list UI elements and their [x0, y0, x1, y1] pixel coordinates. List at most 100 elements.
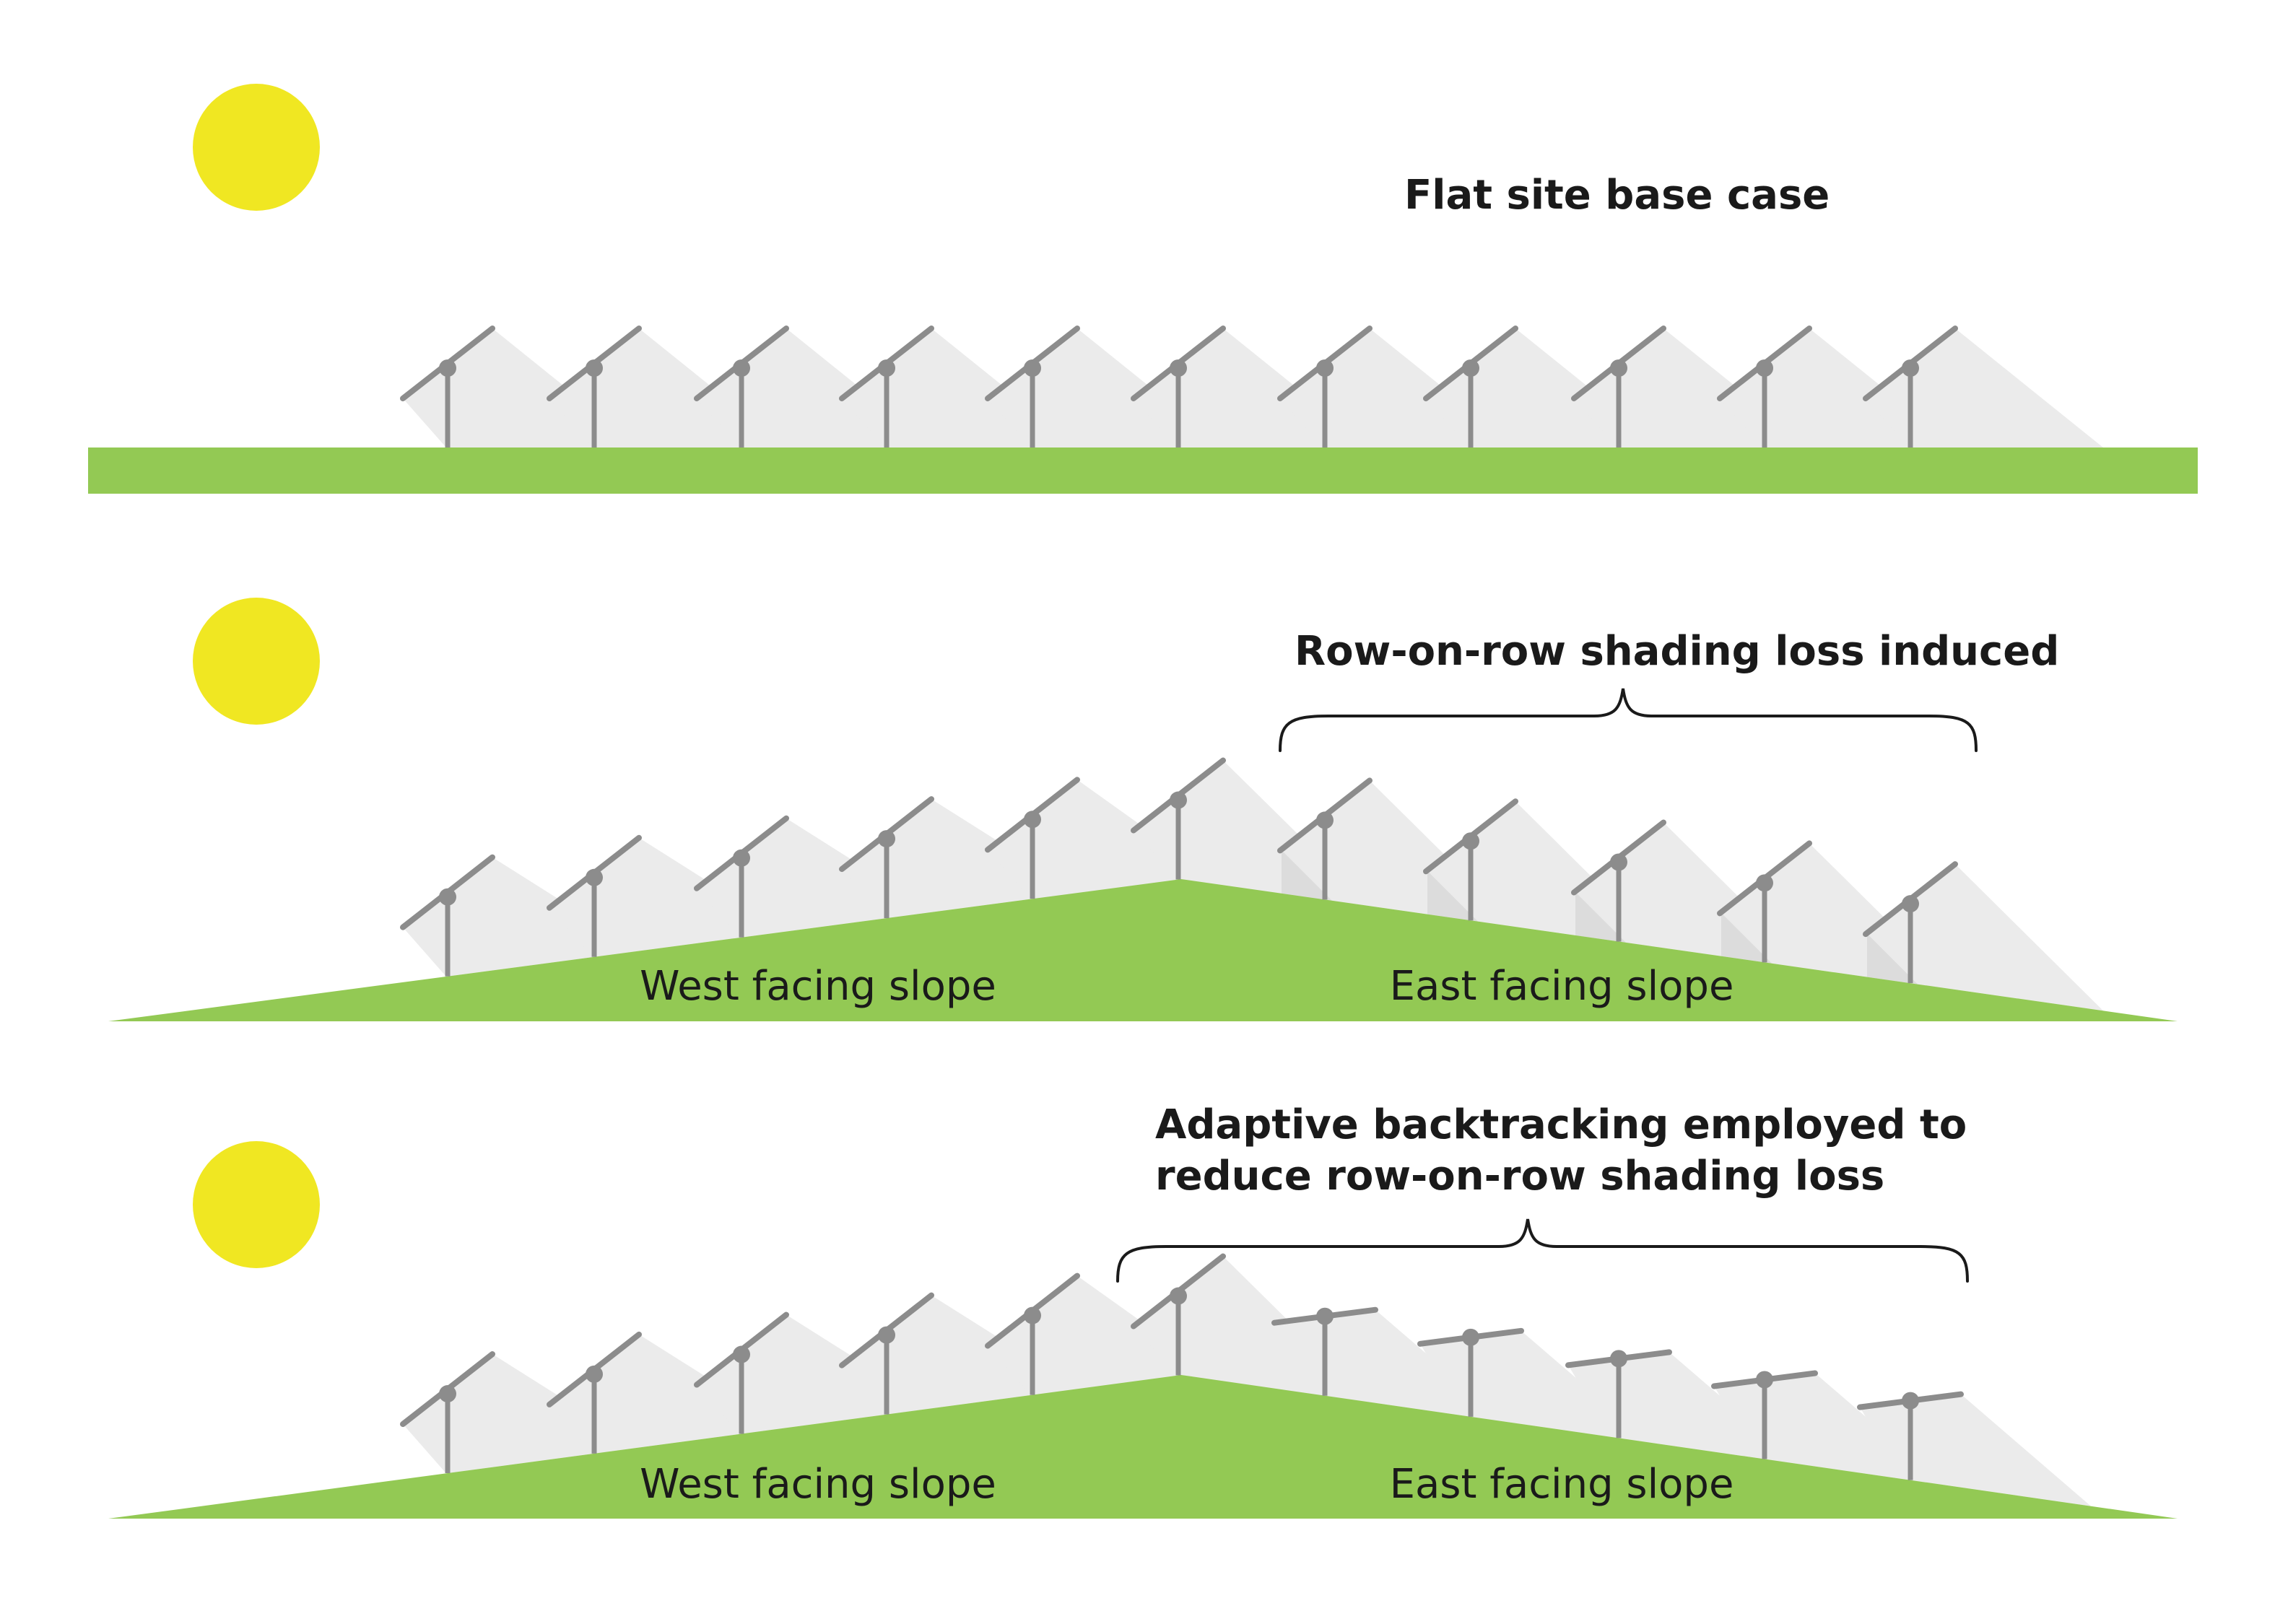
tracker-hub: [878, 359, 895, 377]
panel-title-line: Row-on-row shading loss induced: [1295, 628, 2059, 675]
solar-tracker-icon: [1417, 1327, 1524, 1417]
ridge-ground: [108, 879, 2178, 1021]
tracker-hub: [1024, 359, 1041, 377]
solar-tracker-icon: [694, 326, 789, 448]
tracker-hub: [439, 359, 456, 377]
shadow-overlap: [1721, 912, 1772, 964]
tracker-hub: [1902, 895, 1919, 913]
solar-tracker-icon: [1565, 1349, 1672, 1439]
panel-shadow: [403, 1354, 640, 1474]
tracker-hub: [1462, 1328, 1479, 1346]
panel-shadow: [1866, 328, 2103, 448]
solar-tracker-icon: [1571, 819, 1666, 942]
solar-tracker-icon: [400, 1351, 495, 1474]
tracker-hub: [439, 888, 456, 906]
tracker-hub: [1170, 791, 1187, 809]
panel-shadow: [1568, 1352, 1799, 1464]
tracker-hub: [1170, 359, 1187, 377]
west-slope-label: West facing slope: [640, 1461, 996, 1508]
panel-shadow: [697, 818, 934, 938]
panel-backtracking: Adaptive backtracking employed to reduce…: [108, 1101, 2178, 1519]
panel-title-line: reduce row-on-row shading loss: [1155, 1153, 1884, 1200]
panel-shadow: [549, 1334, 787, 1454]
solar-tracker-icon: [1571, 326, 1666, 448]
solar-tracker-icon: [400, 326, 495, 448]
sun-icon: [193, 84, 320, 211]
ridge-ground: [108, 1375, 2178, 1519]
panel-title: Adaptive backtracking employed to reduce…: [1155, 1101, 1981, 1200]
solar-tracker-icon: [547, 834, 642, 957]
tracker-hub: [1610, 853, 1627, 871]
panel-title: Row-on-row shading loss induced: [1295, 628, 2059, 675]
solar-tracker-icon: [839, 326, 934, 448]
tracker-hub: [1316, 359, 1334, 377]
panel-flat-site: Flat site base case: [88, 84, 2198, 494]
tracker-hub: [1024, 811, 1041, 829]
panel-shadow: [842, 799, 1079, 919]
brace-icon: [1116, 1218, 1969, 1283]
panel-shadow: [842, 1295, 1079, 1415]
tracker-hub: [1902, 1392, 1919, 1410]
west-slope-label: West facing slope: [640, 963, 996, 1010]
tracker-hub: [1756, 1371, 1773, 1389]
panel-shadow: [1714, 1373, 1945, 1485]
panel-shadow: [1866, 864, 2103, 1011]
sun-icon: [193, 598, 320, 725]
tracker-hub: [1462, 832, 1479, 850]
solar-tracker-icon: [1271, 1306, 1378, 1396]
panel-shading-loss: Row-on-row shading loss induced West fac…: [108, 598, 2178, 1021]
solar-tracker-icon: [694, 815, 789, 938]
shadows-layer: [403, 328, 2103, 448]
sun-icon: [193, 1141, 320, 1268]
panel-shadow: [1860, 1394, 2091, 1506]
shadow-overlap: [1867, 933, 1918, 985]
solar-tracker-icon: [547, 1331, 642, 1454]
solar-tracker-icon: [985, 1272, 1080, 1395]
trackers-layer: [400, 1253, 1964, 1480]
tracker-hub: [586, 1365, 603, 1383]
east-slope-label: East facing slope: [1390, 963, 1734, 1010]
panel-shadow: [988, 780, 1225, 899]
tracker-hub: [733, 849, 750, 867]
shadow-overlap: [1282, 850, 1332, 901]
tracker-hub: [1170, 1287, 1187, 1305]
tracker-hub: [1316, 1307, 1334, 1325]
solar-tracker-icon: [985, 326, 1080, 448]
shadow-overlap: [1575, 891, 1626, 943]
solar-tracker-icon: [694, 1311, 789, 1434]
tracker-hub: [1024, 1306, 1041, 1324]
shadows-layer: [403, 760, 2103, 1011]
east-slope-label: East facing slope: [1390, 1461, 1734, 1508]
brace-icon: [1279, 688, 1978, 752]
tracker-hub: [439, 1385, 456, 1403]
solar-tracker-icon: [1131, 1253, 1226, 1376]
shadow-overlap: [1427, 870, 1478, 922]
solar-tracker-icon: [1717, 840, 1812, 963]
panel-title: Flat site base case: [1404, 172, 1830, 219]
tracker-hub: [1462, 359, 1479, 377]
tracker-hub: [1902, 359, 1919, 377]
panel-title-line: Flat site base case: [1404, 172, 1830, 219]
trackers-layer: [400, 326, 1958, 448]
solar-tracker-icon: [839, 1292, 934, 1415]
solar-tracker-icon: [1277, 777, 1373, 900]
solar-tracker-icon: [1423, 326, 1518, 448]
panel-shadow: [1420, 1330, 1651, 1443]
flat-ground: [88, 448, 2198, 494]
shadows-layer: [403, 1256, 2091, 1506]
solar-tracker-icon: [985, 777, 1080, 899]
tracker-hub: [586, 359, 603, 377]
tracker-hub: [733, 359, 750, 377]
tracker-hub: [878, 1326, 895, 1344]
solar-tracker-icon: [839, 796, 934, 919]
solar-tracker-icon: [1131, 326, 1226, 448]
panel-shadow: [988, 1275, 1225, 1395]
panel-shadow: [1274, 1309, 1505, 1422]
solar-tracker-icon: [1717, 326, 1812, 448]
panel-shadow: [403, 857, 640, 977]
trackers-layer: [400, 757, 1958, 984]
tracker-hub: [878, 830, 895, 848]
solar-tracker-icon: [1857, 1391, 1964, 1480]
solar-tracker-icon: [1277, 326, 1373, 448]
